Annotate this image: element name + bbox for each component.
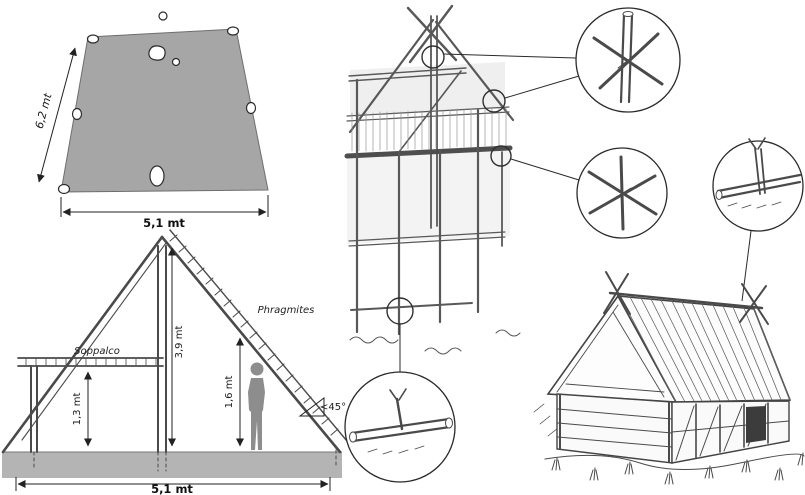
wattle-hatching <box>351 107 507 152</box>
front-wall <box>671 400 790 464</box>
plan-bottom-dimension-label: 5,1 mt <box>143 216 185 230</box>
detail-peg <box>395 397 404 431</box>
apex-crossed-poles <box>406 4 458 64</box>
detail-log-end <box>349 431 357 443</box>
detail-peg-fork <box>389 388 407 401</box>
dimension-arrow <box>37 47 77 183</box>
joint-detail-bottom-left <box>344 371 456 483</box>
log-wall-lines <box>557 408 673 448</box>
left-wall-post <box>30 365 38 453</box>
ground-band <box>2 452 342 478</box>
right-brace <box>434 20 515 122</box>
lashing-marks <box>611 185 633 200</box>
plan-bottom-dimension: 5,1 mt <box>60 195 269 230</box>
post-hole <box>245 101 257 115</box>
ground-squiggles <box>349 329 521 355</box>
detail-log-end <box>715 190 723 200</box>
joint-detail-top-right <box>575 7 681 113</box>
left-rafter-inner-line <box>21 242 167 441</box>
detail-post-top <box>622 11 634 17</box>
joint-detail-right <box>712 137 804 232</box>
ground-contour <box>544 453 805 470</box>
wall-height-dimension: 1,6 mt <box>224 337 244 447</box>
section-bottom-dimension: 5,1 mt <box>15 477 331 495</box>
thatch-lines <box>619 295 791 403</box>
grass-tufts <box>551 452 804 485</box>
top-beam <box>348 67 467 82</box>
post-hole <box>149 165 165 187</box>
crossed-ridge-poles <box>603 271 769 325</box>
house-perspective-sketch <box>533 271 805 485</box>
post-hole <box>158 11 168 21</box>
plan-side-dimension-label: 6,2 mt <box>33 91 55 130</box>
roof-angle-triangle <box>298 397 325 417</box>
post-hole <box>57 183 71 195</box>
human-figure <box>248 362 265 450</box>
floor-band <box>344 145 513 159</box>
detail-hatching <box>367 445 425 455</box>
reed-hatching <box>169 234 339 436</box>
joint-callout-circle <box>490 145 512 167</box>
ridge-post <box>157 245 167 453</box>
frame-shading-lower <box>347 148 510 244</box>
connector-line <box>504 75 580 99</box>
connector-line <box>443 53 577 59</box>
lashing-marks <box>615 51 637 69</box>
loft-height-dimension: 1,3 mt <box>72 371 92 447</box>
connector-line <box>741 230 752 302</box>
joint-callout-circle <box>482 89 506 113</box>
loft-height-label: 1,3 mt <box>72 393 83 426</box>
figure-head <box>250 362 264 376</box>
gable-detail-lines <box>556 304 665 398</box>
roof-angle-label: <45° <box>320 402 346 413</box>
left-rafter <box>1 235 164 454</box>
post-hole <box>86 34 100 44</box>
left-rafter <box>348 18 435 134</box>
corner-posts <box>559 394 670 463</box>
connector-line <box>510 158 580 181</box>
post-holes <box>57 11 257 195</box>
side-wall <box>556 393 673 464</box>
platform-edge <box>348 231 506 247</box>
frame-shading-upper <box>350 62 505 116</box>
ridge-height-label: 3,9 mt <box>174 326 185 359</box>
floor-plan-panel: 6,2 mt 5,1 mt <box>33 11 269 230</box>
ridge-pole <box>608 291 764 310</box>
joint-callout-circle <box>421 45 445 69</box>
wall-rail <box>671 420 790 433</box>
detail-peg-fork <box>748 137 766 150</box>
ridge-post-buried <box>157 451 167 472</box>
joint-detail-insets <box>344 7 804 483</box>
joint-detail-middle <box>576 147 668 239</box>
section-width-label: 5,1 mt <box>151 482 193 495</box>
wall-braces <box>675 403 767 461</box>
cross-section-panel: Soppalco Phragmites <45° 1,3 mt 3,9 mt 1… <box>1 229 348 495</box>
loft-beam <box>17 357 164 367</box>
post-hole <box>171 57 181 67</box>
wall-height-label: 1,6 mt <box>224 376 235 409</box>
doorway <box>746 406 766 443</box>
reed-label: Phragmites <box>258 305 315 316</box>
ridge-post <box>430 15 438 229</box>
loft-label: Soppalco <box>74 346 120 357</box>
timber-frame-sketch <box>344 4 521 355</box>
shadow-hatching <box>533 403 571 449</box>
upper-rail <box>346 106 510 122</box>
post-hole <box>226 26 240 36</box>
loft-planks <box>25 358 157 366</box>
ridge-height-dimension: 3,9 mt <box>168 247 185 447</box>
hearth-feature <box>148 45 166 61</box>
detail-log-end <box>445 417 453 429</box>
detail-peg <box>754 147 766 195</box>
callout-connector-lines <box>399 53 752 372</box>
detail-hatching <box>727 201 782 209</box>
wall-posts <box>695 402 769 459</box>
figure-body <box>248 378 265 450</box>
reed-layer-outline <box>169 229 348 442</box>
detail-circle <box>712 140 804 232</box>
post-hole <box>71 107 83 121</box>
